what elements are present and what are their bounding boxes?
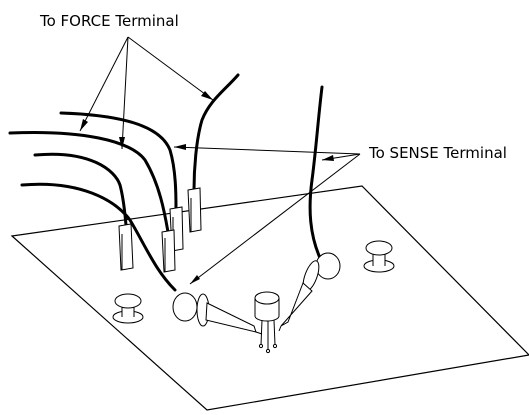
force-arrowhead-1 — [80, 119, 88, 131]
force-arrowheads — [80, 91, 213, 149]
sense-arrowhead-2 — [322, 155, 334, 161]
right-probe — [278, 252, 341, 332]
force-cable-mid — [59, 111, 178, 212]
sense-arrowheads — [174, 144, 334, 284]
force-cable-right — [192, 73, 240, 192]
sense-cable-left — [20, 182, 177, 292]
sense-cable-right — [308, 85, 324, 260]
sense-terminal-label: To SENSE Terminal — [368, 144, 507, 162]
force-terminal-label: To FORCE Terminal — [39, 12, 179, 30]
sense-arrowhead-3 — [190, 275, 200, 284]
plug-lower — [118, 223, 134, 271]
transistor — [254, 291, 280, 354]
cables — [8, 73, 324, 292]
force-cable-left — [8, 131, 170, 234]
base-plate — [10, 185, 529, 411]
force-arrows — [79, 36, 214, 150]
plug-right — [187, 187, 202, 233]
sense-arrow-3 — [189, 153, 361, 285]
force-arrow-3 — [127, 36, 214, 101]
sense-arrow-1 — [173, 146, 361, 155]
plug-left — [161, 229, 176, 273]
left-knob — [112, 293, 144, 324]
force-arrow-2 — [121, 36, 129, 150]
left-probe — [172, 292, 263, 335]
right-knob — [363, 240, 395, 273]
sense-arrowhead-1 — [174, 144, 186, 150]
force-arrowhead-3 — [201, 91, 213, 100]
force-plugs — [118, 187, 202, 273]
